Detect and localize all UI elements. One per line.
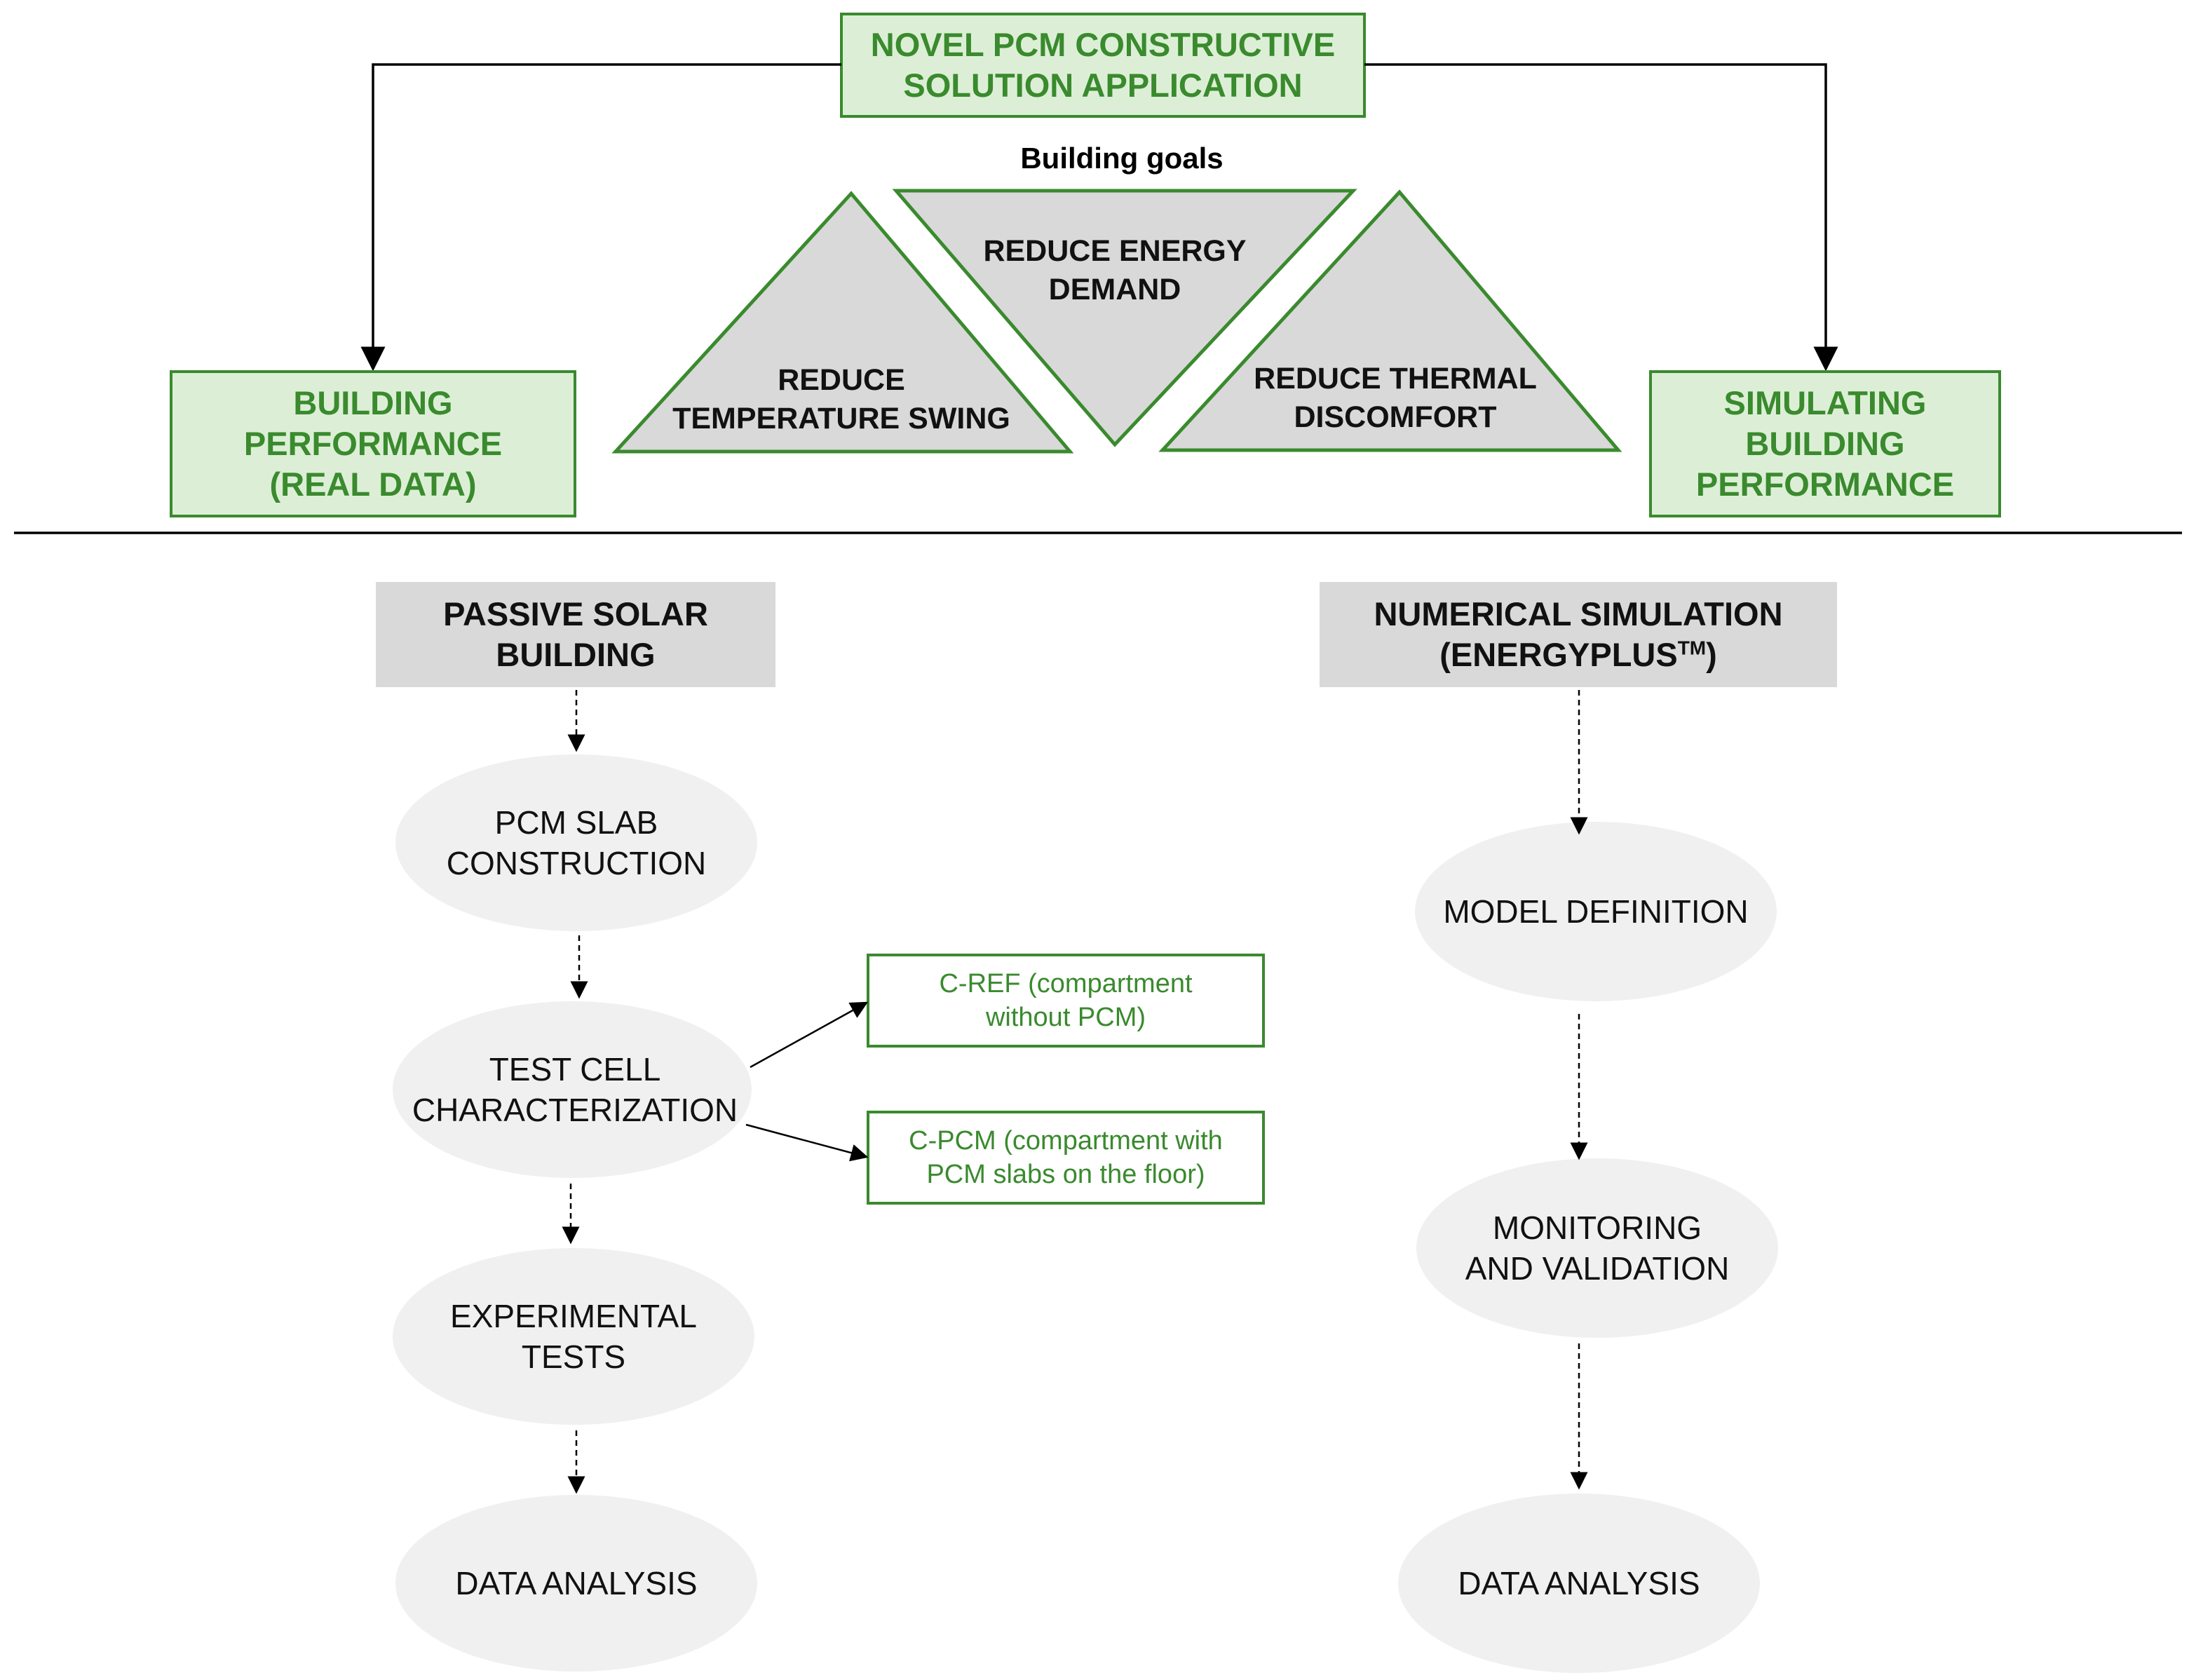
left-step-1-label: PCM SLAB CONSTRUCTION (446, 804, 707, 881)
goal-discomfort-label: REDUCE THERMAL DISCOMFORT (1254, 362, 1537, 434)
main-application-box (840, 13, 1366, 118)
c-pcm-box (867, 1111, 1265, 1205)
left-step-3-label: EXPERIMENTAL TESTS (450, 1298, 697, 1375)
connector-to-simulating (1364, 63, 1838, 372)
connector-to-real-data (360, 63, 841, 372)
left-step-ellipse-4 (395, 1495, 757, 1672)
main-application-label: NOVEL PCM CONSTRUCTIVE SOLUTION APPLICAT… (870, 26, 1336, 104)
right-step-3-label: DATA ANALYSIS (1458, 1565, 1700, 1601)
building-goals-title: Building goals (1020, 142, 1224, 175)
left-step-2-label: TEST CELL CHARACTERIZATION (412, 1051, 738, 1128)
goal-energy-label: REDUCE ENERGY DEMAND (983, 234, 1247, 306)
numerical-simulation-header-box (1320, 582, 1837, 687)
passive-solar-header-label: PASSIVE SOLAR BUILDING (443, 595, 708, 673)
numerical-simulation-line2: (ENERGYPLUSTM) (1439, 636, 1717, 673)
left-step-ellipse-2 (393, 1001, 752, 1178)
numerical-simulation-line1: NUMERICAL SIMULATION (1374, 595, 1783, 632)
goal-triangle-energy (892, 189, 1357, 447)
goal-temperature-label: REDUCE TEMPERATURE SWING (672, 363, 1010, 435)
goal-triangle-temperature (611, 191, 1074, 454)
right-step-2-label: MONITORING AND VALIDATION (1465, 1210, 1730, 1287)
right-step-ellipse-2 (1416, 1158, 1778, 1338)
numerical-simulation-header-label: NUMERICAL SIMULATION (ENERGYPLUSTM) (1320, 582, 1837, 687)
left-step-4-label: DATA ANALYSIS (455, 1565, 698, 1601)
c-pcm-label: C-PCM (compartment with PCM slabs on the… (909, 1126, 1223, 1189)
c-ref-box (867, 954, 1265, 1048)
real-data-box (170, 370, 576, 517)
right-step-ellipse-3 (1398, 1493, 1760, 1673)
right-step-ellipse-1 (1415, 822, 1777, 1001)
right-step-1-label: MODEL DEFINITION (1443, 893, 1749, 930)
simulating-label: SIMULATING BUILDING PERFORMANCE (1695, 384, 1955, 503)
passive-solar-header-box (376, 582, 775, 687)
real-data-label: BUILDING PERFORMANCE (REAL DATA) (243, 384, 503, 503)
left-step-ellipse-3 (393, 1248, 754, 1425)
c-ref-label: C-REF (compartment without PCM) (939, 969, 1193, 1032)
trademark-sup: TM (1677, 637, 1707, 659)
goal-triangle-discomfort (1158, 189, 1622, 452)
simulating-box (1649, 370, 2001, 517)
left-step-ellipse-1 (395, 754, 757, 931)
branch-arrow-c-ref (750, 1001, 869, 1069)
branch-arrow-c-pcm (745, 1123, 869, 1162)
